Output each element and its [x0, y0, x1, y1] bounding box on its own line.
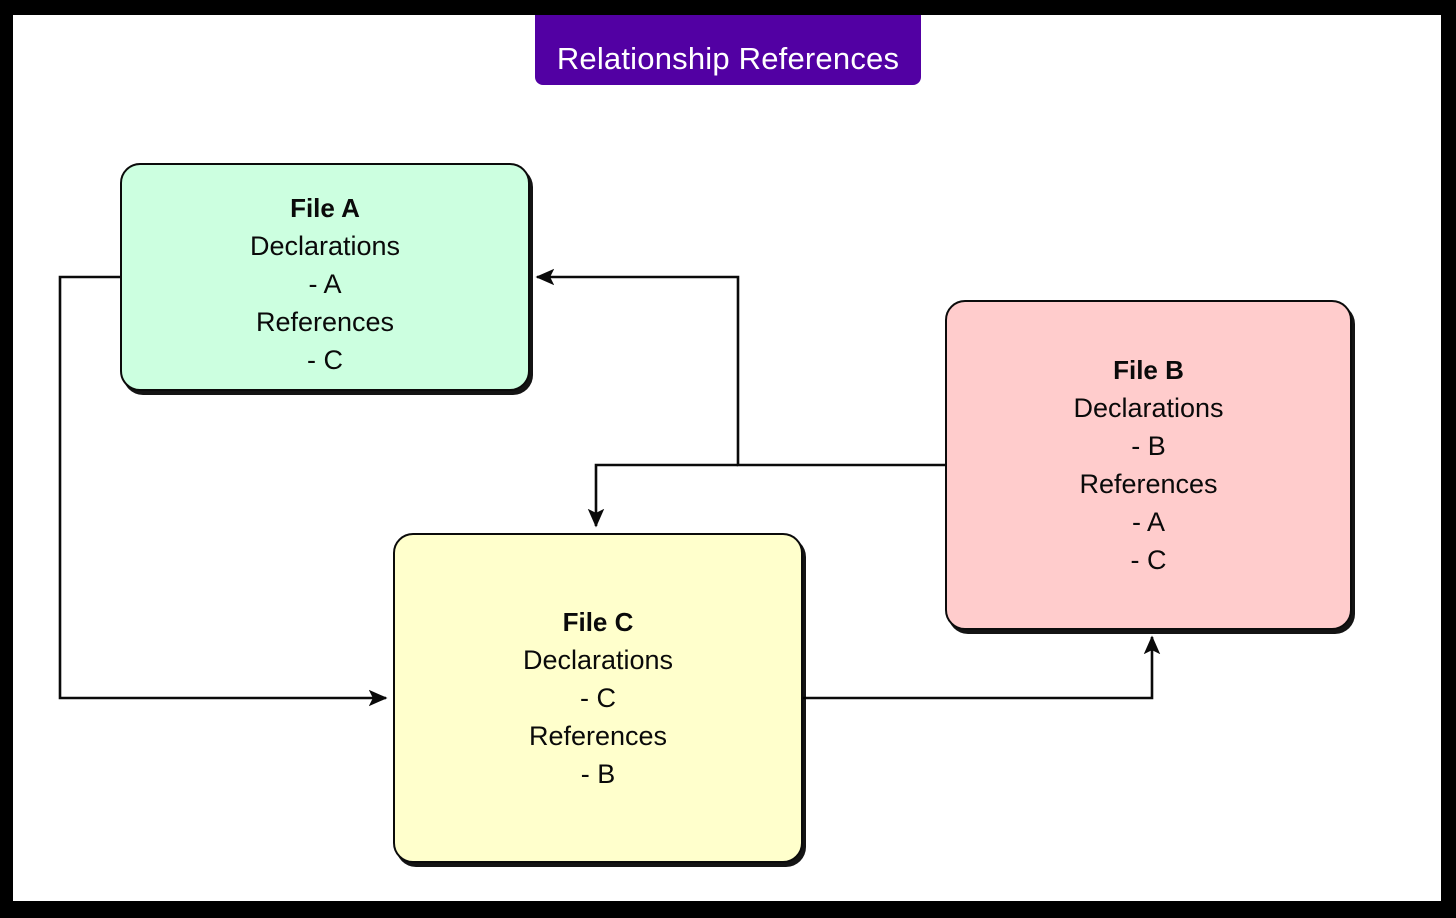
diagram-title-banner: Relationship References: [535, 15, 921, 85]
node-file-b-title: File B: [1113, 355, 1184, 385]
node-file-b-declaration-item: - B: [1131, 431, 1166, 461]
diagram-title: Relationship References: [556, 41, 900, 76]
node-file-c-declarations-label: Declarations: [522, 645, 674, 675]
node-file-c-reference-item: - B: [580, 759, 616, 789]
node-file-a-references-label: References: [255, 307, 395, 337]
edge-b-to-a: [535, 268, 945, 467]
node-file-a-declaration-item: - A: [308, 269, 342, 299]
node-file-c-references-label: References: [528, 721, 668, 751]
node-file-a-declarations-label: Declarations: [249, 231, 401, 261]
edge-b-to-c: [587, 463, 738, 528]
node-file-a-title: File A: [290, 193, 360, 223]
node-file-b-declarations-label: Declarations: [1073, 393, 1224, 423]
node-file-b-reference-item: - C: [1130, 545, 1167, 575]
node-file-c-declaration-item: - C: [580, 683, 616, 713]
node-file-b-references-label: References: [1079, 469, 1218, 499]
node-file-b[interactable]: File B Declarations - B References - A -…: [945, 300, 1352, 630]
connector-layer: [58, 268, 1161, 707]
node-file-c-title: File C: [562, 607, 634, 637]
node-file-a-reference-item: - C: [307, 345, 343, 375]
edge-a-to-c: [58, 275, 388, 707]
node-file-c[interactable]: File C Declarations - C References - B: [393, 533, 803, 863]
node-file-b-reference-item: - A: [1131, 507, 1165, 537]
node-file-a[interactable]: File A Declarations - A References - C: [120, 163, 530, 391]
edge-c-to-b: [803, 635, 1161, 700]
diagram-canvas: File A Declarations - A References - C F…: [13, 15, 1441, 901]
